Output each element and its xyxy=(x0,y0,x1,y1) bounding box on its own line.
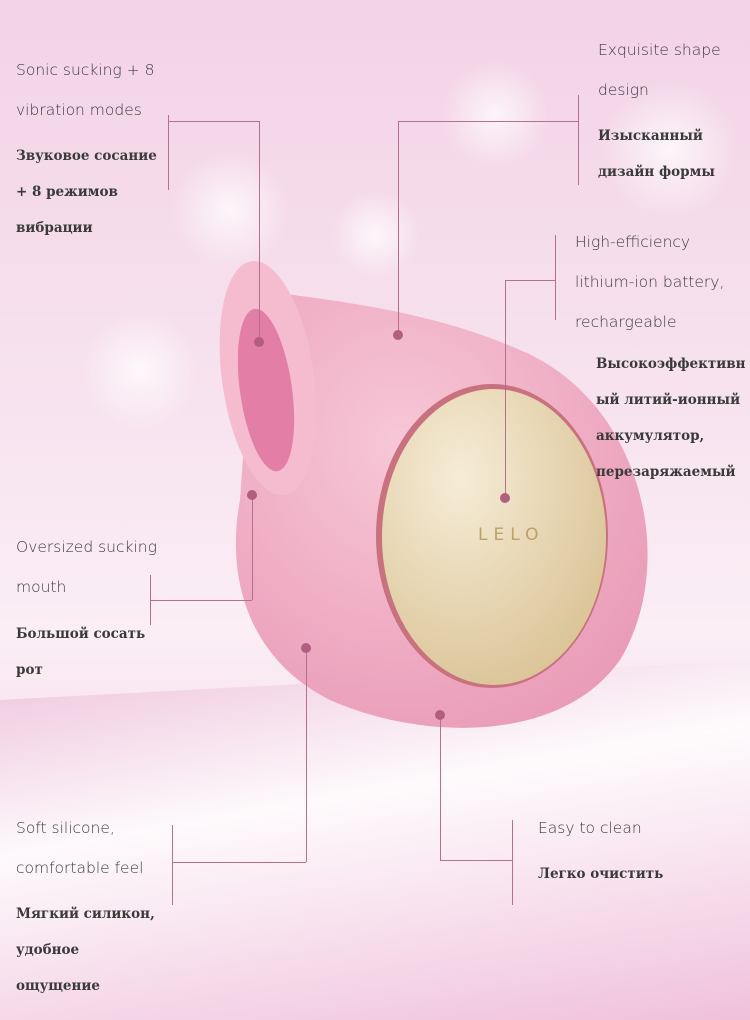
text-line: аккумулятор, xyxy=(596,428,705,444)
callout-dot xyxy=(247,490,257,500)
text-line: Soft silicone, xyxy=(16,819,115,837)
text-line: ощущение xyxy=(16,978,100,994)
floor-reflection xyxy=(0,660,750,1020)
callout-line xyxy=(440,715,441,860)
bokeh-light xyxy=(440,60,550,170)
feature-shape-ru: Изысканный дизайн формы xyxy=(598,118,715,190)
callout-line xyxy=(512,820,513,905)
callout-line xyxy=(168,115,169,190)
text-line: Easy to clean xyxy=(538,819,642,837)
text-line: Высокоэффективн xyxy=(596,356,746,372)
text-line: vibration modes xyxy=(16,101,142,119)
feature-sonic-en: Sonic sucking + 8 vibration modes xyxy=(16,50,154,130)
callout-dot xyxy=(301,643,311,653)
text-line: Легко очистить xyxy=(538,866,664,882)
callout-line xyxy=(505,280,555,281)
callout-dot xyxy=(393,330,403,340)
bokeh-light xyxy=(80,310,200,430)
bokeh-light xyxy=(170,150,290,270)
callout-line xyxy=(398,121,578,122)
text-line: дизайн формы xyxy=(598,164,715,180)
suction-mouth xyxy=(219,260,317,496)
feature-shape-en: Exquisite shape design xyxy=(598,30,721,110)
callout-line xyxy=(172,825,173,905)
text-line: lithium-ion battery, xyxy=(575,273,725,291)
callout-line xyxy=(306,648,307,862)
text-line: Изысканный xyxy=(598,128,703,144)
feature-silicone-en: Soft silicone, comfortable feel xyxy=(16,808,143,888)
callout-line xyxy=(398,121,399,335)
callout-line xyxy=(150,600,252,601)
text-line: mouth xyxy=(16,578,67,596)
bokeh-light xyxy=(330,190,420,280)
callout-line xyxy=(440,860,512,861)
feature-battery-ru: Высокоэффективн ый литий-ионный аккумуля… xyxy=(596,346,745,490)
feature-battery-en: High-efficiency lithium-ion battery, rec… xyxy=(575,222,724,342)
text-line: + 8 режимов xyxy=(16,184,118,200)
feature-silicone-ru: Мягкий силикон, удобное ощущение xyxy=(16,896,155,1004)
text-line: Звуковое сосание xyxy=(16,148,157,164)
text-line: Oversized sucking xyxy=(16,538,157,556)
text-line: удобное xyxy=(16,942,80,958)
text-line: design xyxy=(598,81,649,99)
callout-line xyxy=(259,121,260,342)
text-line: Мягкий силикон, xyxy=(16,906,155,922)
text-line: Exquisite shape xyxy=(598,41,721,59)
callout-line xyxy=(252,495,253,600)
callout-dot xyxy=(254,337,264,347)
text-line: Sonic sucking + 8 xyxy=(16,61,155,79)
callout-line xyxy=(168,121,259,122)
callout-line xyxy=(172,862,306,863)
feature-clean-ru: Легко очистить xyxy=(538,856,663,892)
text-line: перезаряжаемый xyxy=(596,464,736,480)
callout-dot xyxy=(435,710,445,720)
text-line: comfortable feel xyxy=(16,859,144,877)
feature-mouth-en: Oversized sucking mouth xyxy=(16,527,157,607)
feature-clean-en: Easy to clean xyxy=(538,808,642,848)
callout-dot xyxy=(500,493,510,503)
brand-logo: LELO xyxy=(478,525,544,545)
text-line: вибрации xyxy=(16,220,93,236)
callout-line xyxy=(505,280,506,498)
feature-mouth-ru: Большой сосать рот xyxy=(16,616,145,688)
feature-sonic-ru: Звуковое сосание + 8 режимов вибрации xyxy=(16,138,157,246)
text-line: rechargeable xyxy=(575,313,677,331)
bokeh-light xyxy=(600,80,740,220)
callout-line xyxy=(555,235,556,320)
text-line: ый литий-ионный xyxy=(596,392,741,408)
callout-line xyxy=(578,95,579,185)
text-line: Большой сосать xyxy=(16,626,146,642)
text-line: рот xyxy=(16,662,43,678)
text-line: High-efficiency xyxy=(575,233,691,251)
